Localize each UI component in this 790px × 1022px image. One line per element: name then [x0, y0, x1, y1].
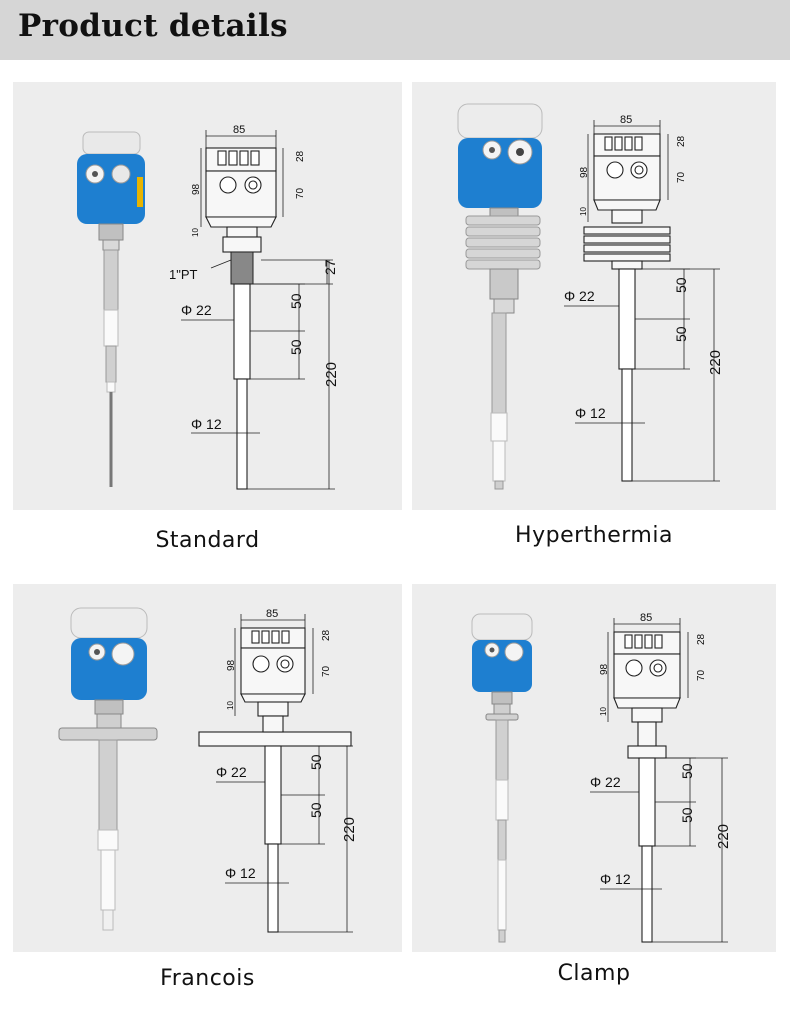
- francois-cap-height-label: 28: [321, 629, 332, 641]
- clamp-dimension-drawing: 85 98 10 28 70 Φ 22 50 50: [590, 612, 732, 943]
- clamp-neck-label: 10: [599, 707, 608, 716]
- standard-total-height-label: 98: [191, 183, 202, 195]
- standard-thread-label: 1"PT: [169, 267, 198, 282]
- standard-body-height-label: 70: [295, 187, 306, 199]
- francois-body-height-label: 70: [321, 665, 332, 677]
- standard-diameter-small-label: Φ 12: [191, 416, 222, 432]
- hyperthermia-segment-2-label: 50: [673, 326, 689, 342]
- standard-thread-length-label: 27: [322, 259, 338, 275]
- standard-illustration: 85 98 10 28 70 1"PT 27: [77, 124, 340, 490]
- standard-probe-length-label: 220: [323, 362, 340, 387]
- francois-diameter-small-label: Φ 12: [225, 865, 256, 881]
- francois-product-photo: [58, 607, 158, 931]
- clamp-diameter-small-label: Φ 12: [600, 871, 631, 887]
- clamp-total-height-label: 98: [599, 663, 610, 675]
- hyperthermia-width-label: 85: [620, 114, 632, 126]
- standard-neck-label: 10: [191, 228, 200, 237]
- francois-illustration: 85 98 10 28 70 Φ 22 50 50: [58, 607, 358, 933]
- francois-segment-1-label: 50: [308, 754, 324, 770]
- clamp-probe-length-label: 220: [715, 824, 732, 849]
- standard-width-label: 85: [233, 124, 245, 136]
- clamp-illustration: 85 98 10 28 70 Φ 22 50 50: [471, 612, 732, 943]
- caption-francois: Francois: [160, 966, 255, 991]
- standard-diameter-large-label: Φ 22: [181, 302, 212, 318]
- panel-hyperthermia: 85 98 10 28 70 Φ 22: [412, 82, 776, 510]
- hyperthermia-illustration: 85 98 10 28 70 Φ 22: [457, 103, 724, 490]
- clamp-diameter-large-label: Φ 22: [590, 774, 621, 790]
- clamp-segment-2-label: 50: [679, 807, 695, 823]
- hyperthermia-total-height-label: 98: [579, 166, 590, 178]
- hyperthermia-neck-label: 10: [579, 207, 588, 216]
- hyperthermia-product-photo: [457, 103, 543, 490]
- hyperthermia-diameter-small-label: Φ 12: [575, 405, 606, 421]
- francois-probe-length-label: 220: [341, 817, 358, 842]
- clamp-body-height-label: 70: [696, 669, 707, 681]
- hyperthermia-probe-length-label: 220: [707, 350, 724, 375]
- francois-segment-2-label: 50: [308, 802, 324, 818]
- francois-neck-label: 10: [226, 701, 235, 710]
- francois-diameter-large-label: Φ 22: [216, 764, 247, 780]
- standard-segment-2-label: 50: [288, 339, 304, 355]
- standard-cap-height-label: 28: [295, 150, 306, 162]
- hyperthermia-body-height-label: 70: [676, 171, 687, 183]
- panel-clamp: 85 98 10 28 70 Φ 22 50 50: [412, 584, 776, 952]
- caption-hyperthermia: Hyperthermia: [515, 523, 673, 548]
- standard-dimension-drawing: 85 98 10 28 70 1"PT 27: [169, 124, 340, 490]
- caption-clamp: Clamp: [557, 961, 631, 986]
- standard-segment-1-label: 50: [288, 293, 304, 309]
- clamp-width-label: 85: [640, 612, 652, 624]
- hyperthermia-dimension-drawing: 85 98 10 28 70 Φ 22: [564, 114, 724, 482]
- francois-dimension-drawing: 85 98 10 28 70 Φ 22 50 50: [198, 608, 358, 933]
- francois-total-height-label: 98: [226, 659, 237, 671]
- clamp-product-photo: [471, 613, 533, 943]
- panel-standard: 85 98 10 28 70 1"PT 27: [13, 82, 402, 510]
- standard-product-photo: [77, 131, 145, 487]
- clamp-segment-1-label: 50: [679, 763, 695, 779]
- panel-francois: 85 98 10 28 70 Φ 22 50 50: [13, 584, 402, 952]
- hyperthermia-diameter-large-label: Φ 22: [564, 288, 595, 304]
- clamp-cap-height-label: 28: [696, 633, 707, 645]
- page-header: Product details: [0, 0, 790, 60]
- hyperthermia-cap-height-label: 28: [676, 135, 687, 147]
- page-title: Product details: [18, 8, 288, 44]
- caption-standard: Standard: [155, 528, 260, 553]
- francois-width-label: 85: [266, 608, 278, 620]
- hyperthermia-segment-1-label: 50: [673, 277, 689, 293]
